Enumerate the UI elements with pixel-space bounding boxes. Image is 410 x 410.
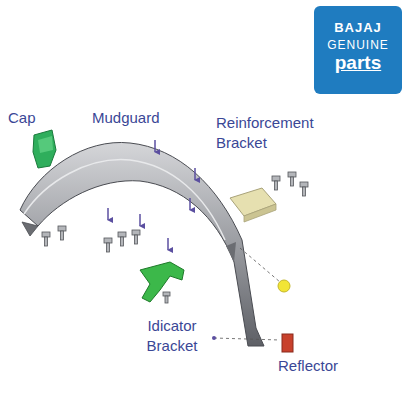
brand-badge: BAJAJ GENUINEparts — [314, 6, 402, 94]
part-name: Reflector — [278, 356, 378, 376]
brand-name: BAJAJ — [314, 20, 402, 36]
brand-tagline: parts — [314, 52, 402, 75]
part-name: Idicator Bracket — [130, 316, 214, 357]
part-name: Cap — [8, 108, 68, 128]
part-name: Reinforcement Bracket — [216, 113, 338, 154]
brand-tagline: GENUINE — [314, 38, 402, 52]
part-name: Mudguard — [92, 108, 192, 128]
